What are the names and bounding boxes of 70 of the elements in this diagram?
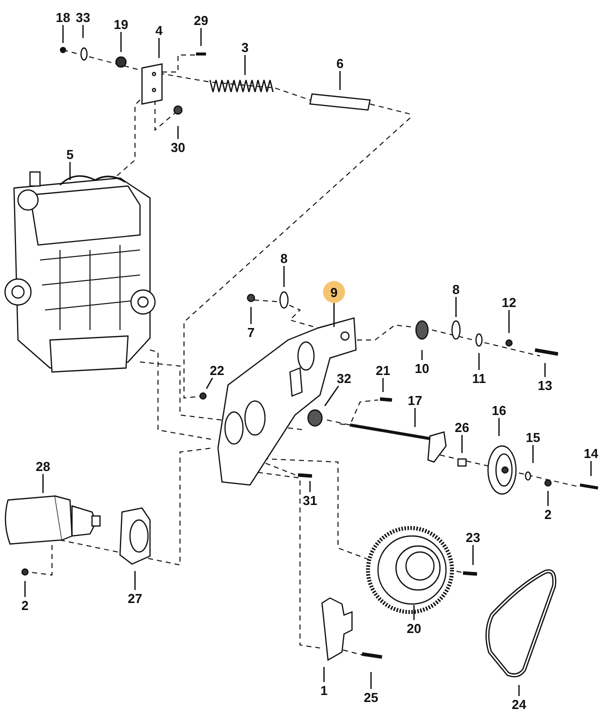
callout-number: 29	[191, 12, 211, 28]
leader-line	[339, 71, 341, 90]
leader-line	[244, 55, 246, 75]
callout-number: 15	[523, 429, 543, 445]
callout-number: 30	[168, 139, 188, 155]
leader-line	[518, 685, 520, 696]
leader-line	[508, 310, 510, 333]
leader-line	[82, 25, 84, 38]
callout-number: 33	[73, 9, 93, 25]
callout-number: 13	[535, 377, 555, 393]
callout-number: 12	[499, 294, 519, 310]
callout-number: 23	[463, 529, 483, 545]
callout-number: 16	[489, 402, 509, 418]
leader-line	[532, 445, 534, 463]
leader-line	[547, 491, 549, 506]
callout-number: 24	[509, 696, 529, 712]
callout-number: 4	[153, 22, 165, 38]
callout-number: 11	[469, 370, 489, 386]
leader-line	[323, 667, 325, 682]
leader-line	[324, 386, 340, 406]
callout-number: 18	[53, 9, 73, 25]
leader-line	[414, 408, 416, 427]
callout-number: 1	[318, 682, 330, 698]
callout-number: 8	[450, 281, 462, 297]
callout-number: 7	[245, 324, 257, 340]
leader-line	[413, 605, 415, 620]
leader-line	[69, 162, 71, 180]
callout-number: 8	[278, 250, 290, 266]
callout-number: 17	[405, 392, 425, 408]
callout-number: 14	[581, 445, 600, 461]
leader-line	[498, 418, 500, 436]
callout-number: 32	[334, 370, 354, 386]
callout-number: 21	[373, 362, 393, 378]
callout-number: 28	[33, 458, 53, 474]
leader-line	[250, 307, 252, 324]
callout-number: 19	[111, 16, 131, 32]
callout-number: 2	[19, 597, 31, 613]
leader-line	[62, 25, 64, 43]
leader-line	[590, 461, 592, 476]
callout-number: 27	[125, 590, 145, 606]
callout-number: 5	[64, 146, 76, 162]
leader-line	[461, 435, 463, 453]
leader-line	[333, 303, 335, 327]
leader-line	[283, 266, 285, 287]
callout-number: 20	[404, 620, 424, 636]
callout-number: 6	[334, 55, 346, 71]
leader-line	[177, 126, 179, 139]
leader-line	[544, 363, 546, 377]
leader-line	[309, 481, 311, 492]
highlighted-callout-number: 9	[323, 281, 345, 303]
callout-number: 31	[300, 492, 320, 508]
leader-line	[421, 350, 423, 360]
leader-line	[42, 474, 44, 493]
callout-number: 3	[239, 39, 251, 55]
leader-line	[206, 378, 214, 389]
leader-line	[200, 28, 202, 46]
leader-line	[134, 571, 136, 590]
callout-number: 25	[361, 689, 381, 705]
leader-line	[382, 378, 384, 392]
leader-line	[478, 353, 480, 370]
leader-line	[455, 297, 457, 317]
leader-line	[370, 672, 372, 689]
callout-number: 10	[412, 360, 432, 376]
callout-number: 22	[207, 362, 227, 378]
callout-number: 2	[542, 506, 554, 522]
leader-line	[24, 581, 26, 597]
leader-line	[158, 38, 160, 58]
leader-line	[120, 32, 122, 52]
callout-number: 26	[452, 419, 472, 435]
leader-line	[472, 545, 474, 565]
